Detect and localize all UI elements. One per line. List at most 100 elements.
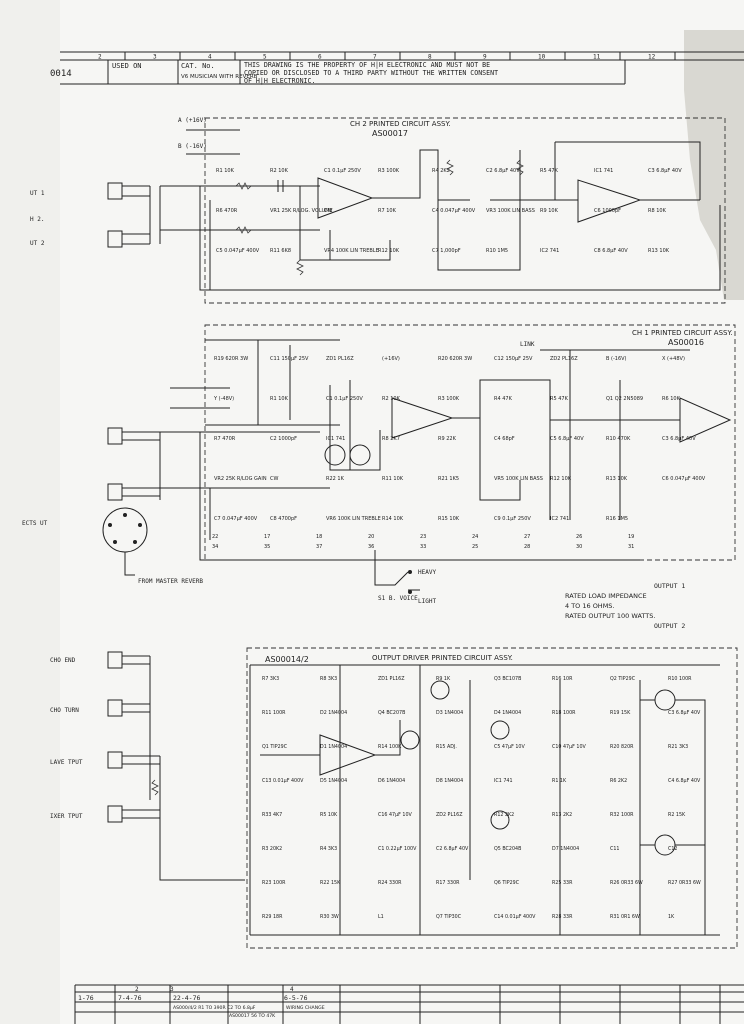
ch1-label-1: C11 150µF 25V [270, 356, 309, 362]
driver-label-34: C16 47µF 10V [378, 812, 413, 818]
driver-label-22: R20 820R [610, 744, 634, 750]
driver-label-54: R26 0R33 6W [610, 880, 643, 886]
ch2-label-3: R3 100K [378, 168, 400, 174]
ch1-pin-0: 34 [212, 544, 218, 550]
column-number: 6 [318, 54, 322, 61]
ch2-label-25: C8 6.8µF 40V [594, 248, 628, 254]
driver-label-57: R30 3W [320, 914, 339, 920]
rated-load-label: RATED LOAD IMPEDANCE [565, 592, 647, 600]
ch1-label-22: R9 22K [438, 436, 457, 442]
jack-echo-send: CHO END [50, 657, 76, 664]
output-2-label: OUTPUT 2 [654, 622, 685, 630]
ch2-label-15: R9 10K [540, 208, 559, 214]
rated-output-label: RATED OUTPUT 100 WATTS. [565, 612, 655, 620]
rev-entry-1: AS000/4/2 R1 TO 390R C2 TO 6.8µF [173, 1005, 256, 1011]
ch1-label-20: IC1 741 [326, 436, 345, 442]
ch2-r3 [296, 259, 304, 276]
used-on-label: USED ON [112, 62, 142, 70]
driver-q5 [490, 810, 510, 830]
driver-label-2: ZD1 PL16Z [378, 676, 405, 682]
ch1-label-38: VR6 100K LIN TREBLE [326, 516, 381, 522]
ch1-label-13: R3 100K [438, 396, 460, 402]
ch1-pin-2: 37 [316, 544, 322, 550]
ch2-input-1: UT 1 [30, 190, 45, 197]
ch1-pin-12: 20 [368, 534, 374, 540]
ch2-label-0: R1 10K [216, 168, 235, 174]
ch1-label-29: R22 1K [326, 476, 345, 482]
ch1-label-31: R21 1K5 [438, 476, 459, 482]
notice-line-1: THIS DRAWING IS THE PROPERTY OF H|H ELEC… [244, 61, 490, 69]
driver-label-63: 1K [668, 914, 675, 920]
ch2-label-14: VR3 100K LIN BASS [486, 208, 535, 214]
ch1-label-33: R12 10K [550, 476, 572, 482]
cat-no-value: V6 MUSICIAN WITH REVERB [181, 74, 258, 80]
ch1-pin-7: 30 [576, 544, 582, 550]
ch1-label-10: R1 10K [270, 396, 289, 402]
driver-label-16: Q1 TIP29C [262, 744, 288, 750]
driver-label-35: ZD2 PL16Z [436, 812, 463, 818]
driver-label-56: R29 18R [262, 914, 283, 920]
ch1-pin-5: 25 [472, 544, 478, 550]
ch2-label-21: R12 10K [378, 248, 400, 254]
driver-label-1: R8 3K3 [320, 676, 337, 682]
column-number: 11 [593, 54, 601, 61]
driver-label-9: D2 1N4004 [320, 710, 347, 716]
driver-label-47: C12 [668, 846, 677, 852]
ch1-label-30: R11 10K [382, 476, 404, 482]
ch1-label-7: B (-16V) [606, 356, 627, 362]
from-master-reverb: FROM MASTER REVERB [138, 578, 203, 585]
driver-label-26: D6 1N4004 [378, 778, 405, 784]
driver-label-41: R4 3K3 [320, 846, 337, 852]
ch1-label-40: R15 10K [438, 516, 460, 522]
paper-damage [684, 30, 744, 300]
ch1-label-16: Q1 Q2 2N5089 [606, 396, 643, 402]
ch2-c1 [277, 180, 284, 192]
driver-label-62: R31 0R1 6W [610, 914, 640, 920]
ch2-label-2: C1 0.1µF 250V [324, 168, 361, 174]
ch2-ic1-opamp [317, 177, 374, 219]
ch2-label-11: CW [324, 208, 332, 214]
driver-label-19: R15 ADJ. [436, 744, 457, 750]
column-number: 9 [483, 54, 487, 61]
driver-label-45: D7 1N4004 [552, 846, 579, 852]
driver-label-15: C3 6.8µF 40V [668, 710, 701, 716]
ch2-label-13: C4 0.047µF 400V [432, 208, 476, 214]
ch1-q1 [324, 444, 346, 466]
ch1-label-9: Y (-48V) [213, 396, 234, 402]
driver-label-20: C5 47µF 10V [494, 744, 525, 750]
driver-label-11: D3 1N4004 [436, 710, 463, 716]
ch2-label-18: C5 0.047µF 400V [216, 248, 260, 254]
driver-label-18: R14 100K [378, 744, 402, 750]
ch1-ic2-opamp [679, 397, 732, 443]
driver-label-5: R16 10R [552, 676, 573, 682]
rev-entry-2: AS00017 56 TO 47K [229, 1013, 276, 1019]
ch1-label-5: C12 150µF 25V [494, 356, 533, 362]
rev-date-1: 1-76 [78, 994, 94, 1002]
ch1-label-15: R5 47K [550, 396, 569, 402]
ch2-r2 [235, 226, 252, 234]
driver-section: OUTPUT DRIVER PRINTED CIRCUIT ASSY. AS00… [50, 647, 738, 949]
driver-label-46: C11 [610, 846, 619, 852]
ch1-label-19: C2 1000pF [270, 436, 297, 442]
ch1-label-34: R13 10K [606, 476, 628, 482]
ch1-ic1-opamp [391, 397, 454, 439]
notice-line-2: COPIED OR DISCLOSED TO A THIRD PARTY WIT… [244, 69, 498, 77]
driver-jacks [107, 651, 245, 881]
driver-label-48: R23 100R [262, 880, 286, 886]
ch1-label-2: ZD1 PL16Z [326, 356, 354, 362]
ch2-label-7: IC1 741 [594, 168, 613, 174]
ch1-label-23: C4 68pF [494, 436, 515, 442]
driver-label-6: Q2 TIP29C [610, 676, 636, 682]
driver-label-53: R25 33R [552, 880, 573, 886]
ch1-title: CH 1 PRINTED CIRCUIT ASSY. [632, 329, 733, 337]
ch1-label-37: C8 4700pF [270, 516, 297, 522]
ch1-pin-10: 17 [264, 534, 270, 540]
driver-assy: AS00014/2 [265, 655, 309, 664]
driver-label-55: R27 0R33 6W [668, 880, 701, 886]
driver-label-14: R19 15K [610, 710, 631, 716]
rev-row-3: 3 [170, 986, 174, 993]
ch1-label-28: CW [270, 476, 278, 482]
ch1-label-39: R14 10K [382, 516, 404, 522]
